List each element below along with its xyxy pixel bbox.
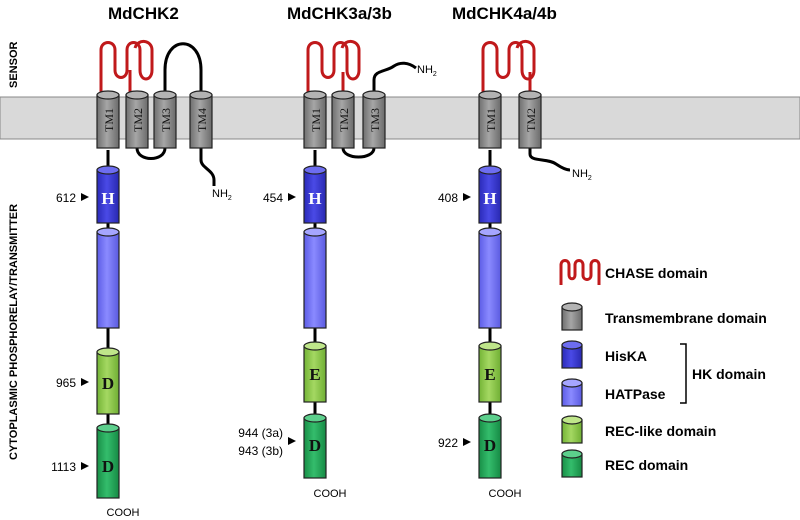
position-label: 944 (3a) [238,426,283,440]
h-letter: H [483,189,496,208]
position-label: 454 [263,191,283,205]
position-label: 612 [56,191,76,205]
position-label: 943 (3b) [238,444,283,458]
hatpase-cylinder [478,227,502,329]
tm2-label: TM2 [131,108,145,132]
position-label: 1113 [51,460,76,474]
legend-hiska: HisKA [605,348,647,364]
hatpase-icon [561,378,583,407]
protein-mdchk4: TM1 TM2 NH2 H E D COOH 408 9 [438,40,592,500]
chase-loop [99,40,154,93]
tm1-label: TM1 [484,108,498,132]
reclike-icon [561,415,583,444]
position-label: 408 [438,191,458,205]
tm2-label: TM2 [337,108,351,132]
nh2-label: NH2 [417,64,437,78]
tm1-cylinder: TM1 [478,90,502,149]
hiska-cylinder: H [96,165,120,224]
e-letter: E [309,365,320,384]
rec-cylinder: D [478,413,502,479]
reclike-cylinder: E [303,341,327,403]
d-letter: D [484,436,496,455]
nh2-label: NH2 [572,168,592,182]
legend-reclike: REC-like domain [605,423,716,439]
rec-cylinder: D [96,423,120,499]
cooh-label: COOH [489,488,522,500]
h-letter: H [308,189,321,208]
hiska-icon [561,340,583,369]
hk-bracket [680,343,687,404]
arrow-icon [288,437,296,445]
hiska-cylinder: H [303,165,327,224]
arrow-icon [288,193,296,201]
tm2-cylinder: TM2 [331,90,355,149]
legend-transmembrane: Transmembrane domain [605,310,767,326]
protein-mdchk2: TM1 TM2 TM3 TM4 NH2 H [51,40,232,519]
tm1-cylinder: TM1 [303,90,327,149]
reclike-cylinder: E [478,341,502,403]
arrow-icon [81,378,89,386]
cooh-label: COOH [107,507,140,519]
arrow-icon [463,193,471,201]
reclike-cylinder: D [96,347,120,415]
arrow-icon [81,462,89,470]
rec-cylinder: D [303,413,327,479]
tm2-cylinder: TM2 [518,90,542,149]
title-mdchk3: MdCHK3a/3b [287,4,392,23]
tm4-label: TM4 [195,108,209,132]
tm4-cylinder: TM4 [189,90,213,149]
legend-rec: REC domain [605,457,688,473]
tm2-label: TM2 [524,108,538,132]
tm3-label: TM3 [159,108,173,132]
tm1-cylinder: TM1 [96,90,120,149]
legend: CHASE domain Transmembrane domain HisKA … [559,259,767,478]
arrow-icon [463,438,471,446]
hiska-cylinder: H [478,165,502,224]
position-label: 922 [438,436,458,450]
protein-mdchk3: TM1 TM2 TM3 NH2 H E D [238,40,437,500]
position-label: 965 [56,376,76,390]
arrow-icon [81,193,89,201]
tm2-cylinder: TM2 [125,90,149,149]
side-label-sensor: SENSOR [8,41,20,88]
legend-hatpase: HATPase [605,386,666,402]
e-letter: E [484,365,495,384]
legend-chase: CHASE domain [605,265,708,281]
rec-icon [561,449,583,478]
cooh-label: COOH [314,488,347,500]
tm3-cylinder: TM3 [153,90,177,149]
d-letter: D [102,374,114,393]
hatpase-cylinder [96,227,120,329]
membrane-band [0,96,800,140]
title-mdchk2: MdCHK2 [108,4,179,23]
side-label-cytoplasmic: CYTOPLASMIC PHOSPHORELAY/TRANSMITTER [8,204,20,460]
hatpase-cylinder [303,227,327,329]
legend-hk: HK domain [692,366,766,382]
tm3-cylinder: TM3 [362,90,386,149]
transmembrane-icon [561,302,583,331]
tm1-label: TM1 [102,108,116,132]
title-mdchk4: MdCHK4a/4b [452,4,557,23]
chase-icon [559,259,601,285]
nh2-label: NH2 [212,188,232,202]
d-letter: D [309,436,321,455]
tm3-label: TM3 [368,108,382,132]
tm1-label: TM1 [309,108,323,132]
d-letter: D [102,457,114,476]
h-letter: H [101,189,114,208]
